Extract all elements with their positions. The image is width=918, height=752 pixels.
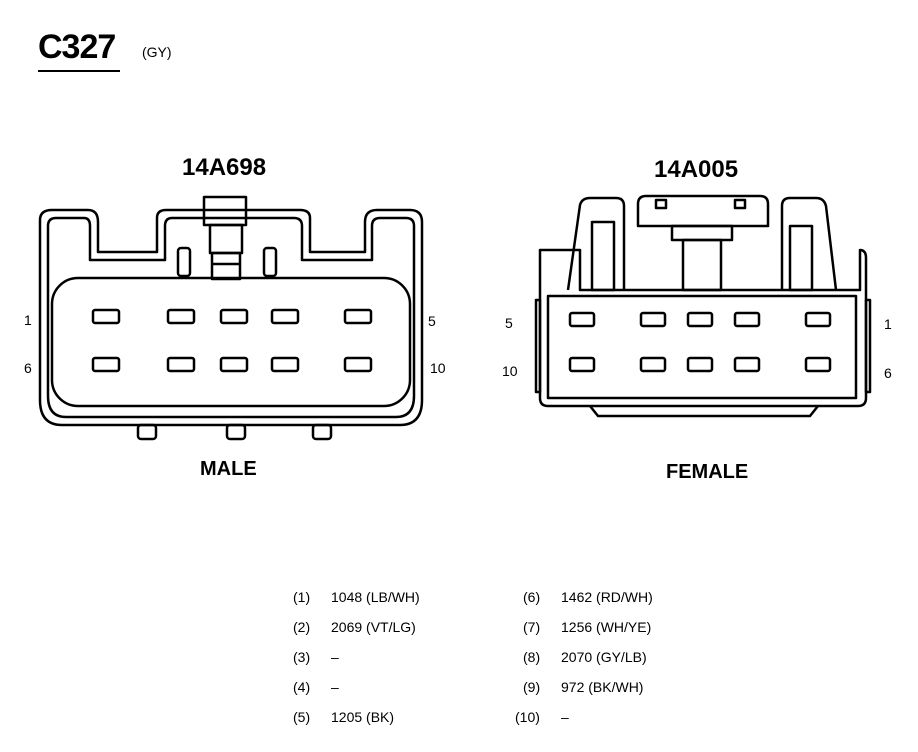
- female-pin-slot: [733, 356, 761, 373]
- pin-circuit: 1205 (BK): [331, 709, 395, 725]
- female-pin-slot: [804, 311, 832, 328]
- female-pin-label-bottom-right: 6: [884, 365, 892, 381]
- male-rib-right: [262, 246, 278, 278]
- male-pin-slot: [343, 356, 373, 373]
- pinout-row: (3) –: [293, 649, 339, 665]
- female-pin-slot: [686, 356, 714, 373]
- male-leg-3: [311, 423, 333, 441]
- pin-number: (6): [523, 589, 541, 605]
- female-pin-slot: [639, 356, 667, 373]
- pin-circuit: 972 (BK/WH): [561, 679, 644, 695]
- female-side-left: [534, 298, 542, 394]
- pinout-row: (4) –: [293, 679, 339, 695]
- pinout-row: (1) 1048 (LB/WH): [293, 589, 420, 605]
- female-bottom-skirt: [589, 405, 819, 418]
- female-pin-slot: [804, 356, 832, 373]
- female-latch-stem: [681, 238, 723, 292]
- female-latch-tab-right: [733, 198, 747, 210]
- female-pin-slot: [568, 356, 596, 373]
- female-connector-drawing: [534, 194, 872, 418]
- pin-number: (3): [293, 649, 311, 665]
- female-label: FEMALE: [666, 461, 749, 483]
- male-pin-label-bottom-left: 6: [24, 360, 32, 376]
- pinout-row: (8) 2070 (GY/LB): [523, 649, 647, 665]
- female-latch: [636, 194, 770, 228]
- pin-number: (8): [523, 649, 541, 665]
- male-latch-mid: [208, 223, 244, 255]
- female-post-left: [566, 196, 626, 291]
- connector-id: C327: [38, 28, 116, 66]
- pinout-row: (9) 972 (BK/WH): [523, 679, 643, 695]
- male-pin-slot: [343, 308, 373, 325]
- pin-circuit: 1256 (WH/YE): [561, 619, 652, 635]
- pin-number: (9): [523, 679, 541, 695]
- male-pin-label-bottom-right: 10: [430, 360, 446, 376]
- male-pin-slot: [219, 356, 249, 373]
- male-pin-slot: [166, 308, 196, 325]
- male-part-number: 14A698: [182, 154, 267, 181]
- female-pin-slot: [733, 311, 761, 328]
- title-underline: [38, 70, 120, 72]
- male-pin-slot: [270, 308, 300, 325]
- female-latch-tab-left: [654, 198, 668, 210]
- pinout-row: (2) 2069 (VT/LG): [293, 619, 416, 635]
- male-latch-low: [210, 251, 242, 281]
- pin-circuit: –: [331, 679, 339, 695]
- pin-circuit: 1048 (LB/WH): [331, 589, 420, 605]
- female-pin-label-top-left: 5: [505, 315, 513, 331]
- male-pin-label-top-right: 5: [428, 313, 436, 329]
- pin-circuit: 2070 (GY/LB): [561, 649, 647, 665]
- female-side-right: [864, 298, 872, 394]
- male-pin-slot: [219, 308, 249, 325]
- male-rib-left: [176, 246, 192, 278]
- pin-circuit: –: [561, 709, 569, 725]
- pinout-row: (10) –: [515, 709, 569, 725]
- female-inner-body: [546, 294, 858, 400]
- female-post-right: [780, 196, 838, 291]
- male-pin-slot: [166, 356, 196, 373]
- male-inner-shell: [46, 216, 416, 419]
- male-pin-slot: [91, 308, 121, 325]
- male-leg-2: [225, 423, 247, 441]
- female-post-right-inner: [788, 224, 814, 292]
- pin-number: (2): [293, 619, 311, 635]
- pin-circuit: –: [331, 649, 339, 665]
- pinout-row: (5) 1205 (BK): [293, 709, 394, 725]
- pin-circuit: 2069 (VT/LG): [331, 619, 416, 635]
- female-pin-label-bottom-left: 10: [502, 363, 518, 379]
- male-pin-body: [50, 276, 412, 408]
- pin-number: (1): [293, 589, 311, 605]
- pin-number: (4): [293, 679, 311, 695]
- pinout-row: (6) 1462 (RD/WH): [523, 589, 653, 605]
- male-pin-label-top-left: 1: [24, 312, 32, 328]
- connector-color-code: (GY): [142, 44, 172, 60]
- male-connector-drawing: [38, 195, 424, 441]
- female-outer-body: [538, 248, 868, 408]
- pin-number: (5): [293, 709, 311, 725]
- female-pin-slot: [686, 311, 714, 328]
- female-pin-slot: [568, 311, 596, 328]
- female-pin-slot: [639, 311, 667, 328]
- male-pin-slot: [91, 356, 121, 373]
- male-label: MALE: [200, 458, 257, 480]
- male-outer-shell: [38, 208, 424, 427]
- pinout-row: (7) 1256 (WH/YE): [523, 619, 651, 635]
- pin-number: (7): [523, 619, 541, 635]
- female-part-number: 14A005: [654, 156, 739, 183]
- pin-number: (10): [515, 709, 540, 725]
- male-leg-1: [136, 423, 158, 441]
- female-latch-bar: [670, 224, 734, 242]
- female-post-left-inner: [590, 220, 616, 292]
- male-pin-slot: [270, 356, 300, 373]
- female-pin-label-top-right: 1: [884, 316, 892, 332]
- pin-circuit: 1462 (RD/WH): [561, 589, 653, 605]
